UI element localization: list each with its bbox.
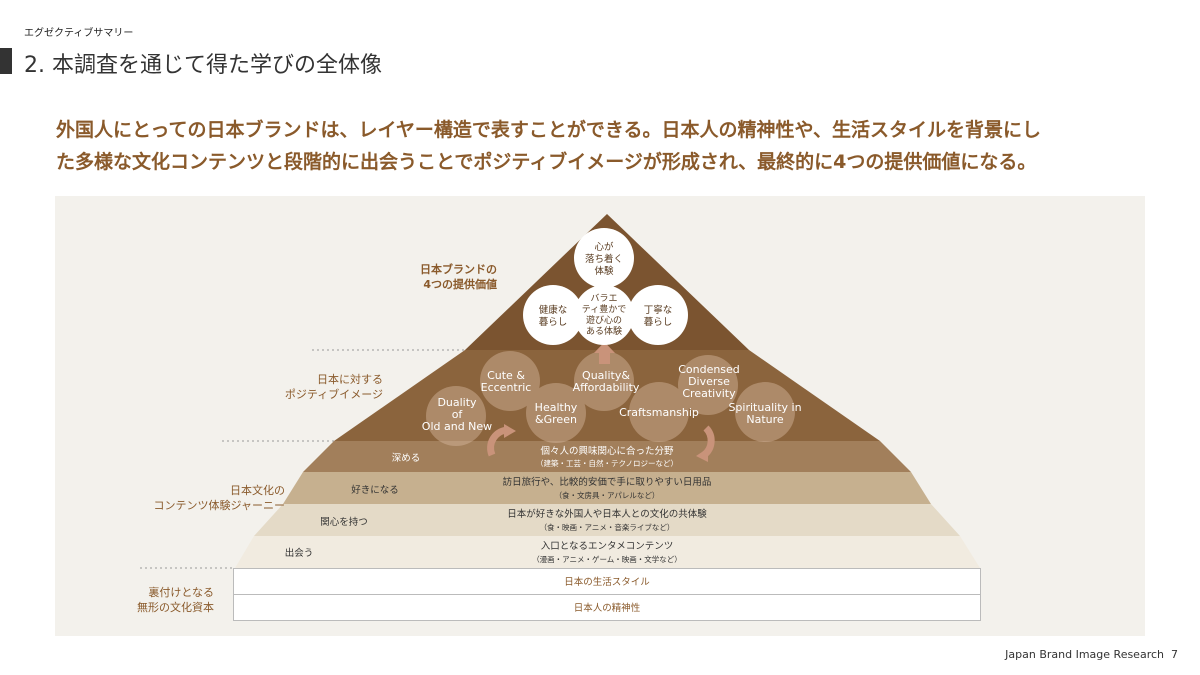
image-text: Nature <box>746 413 784 426</box>
journey-band-encounter <box>235 536 980 568</box>
value-text: 丁寧な <box>644 304 673 316</box>
stage-sub: （漫画・アニメ・ゲーム・映画・文学など） <box>532 554 682 564</box>
image-circle <box>629 382 689 442</box>
value-text: 落ち着く <box>585 253 623 265</box>
value-circle <box>523 285 583 345</box>
journey-band-deepen <box>303 441 911 472</box>
headline-line: た多様な文化コンテンツと段階的に出会うことでポジティブイメージが形成され、最終的… <box>56 151 1037 173</box>
value-text: 体験 <box>594 265 614 277</box>
cycle-arrowhead-icon <box>696 448 708 462</box>
label-line: 無形の文化資本 <box>137 601 214 614</box>
stage-title: 日本が好きな外国人や日本人との文化の共体験 <box>507 508 707 520</box>
title-accent-bar <box>0 48 12 74</box>
label-line: 4つの提供価値 <box>423 278 497 291</box>
footer-brand: Japan Brand Image Research <box>1005 648 1164 661</box>
value-text: バラエ <box>590 293 617 304</box>
value-text: 遊び心の <box>586 314 622 326</box>
stage-label: 出会う <box>285 547 314 559</box>
label-cultural-assets: 裏付けとなる 無形の文化資本 <box>137 585 214 615</box>
cycle-arrowhead-icon <box>504 424 516 438</box>
image-text: Craftsmanship <box>619 406 699 419</box>
image-text: Healthy <box>535 401 578 414</box>
value-text: ティ豊かで <box>582 303 626 315</box>
image-text: Creativity <box>682 387 736 400</box>
asset-text: 日本の生活スタイル <box>564 576 650 588</box>
image-text: Cute & <box>487 369 525 382</box>
image-circle <box>480 351 540 411</box>
value-text: 暮らし <box>539 316 568 328</box>
value-text: 健康な <box>539 304 568 316</box>
image-circle <box>574 351 634 411</box>
stage-title: 訪日旅行や、比較的安価で手に取りやすい日用品 <box>503 476 712 488</box>
image-text: Duality <box>437 396 477 409</box>
stage-sub: （建築・工芸・自然・テクノロジーなど） <box>536 458 678 468</box>
asset-text: 日本人の精神性 <box>574 602 641 614</box>
up-arrow-icon <box>594 342 615 364</box>
label-content-journey: 日本文化の コンテンツ体験ジャーニー <box>154 483 285 513</box>
label-line: 裏付けとなる <box>148 586 214 599</box>
value-text: 暮らし <box>644 316 673 328</box>
image-text: Condensed <box>678 363 740 376</box>
label-line: 日本ブランドの <box>420 263 497 276</box>
image-text: of <box>452 408 464 421</box>
stage-title: 個々人の興味関心に合った分野 <box>540 445 674 457</box>
value-circle <box>628 285 688 345</box>
journey-band-interest <box>254 504 960 536</box>
page-number: 7 <box>1171 648 1178 661</box>
label-line: 日本に対する <box>317 373 383 386</box>
image-circle <box>526 383 586 443</box>
image-circle <box>735 382 795 442</box>
section-label: エグゼクティブサマリー <box>24 28 134 39</box>
footer: Japan Brand Image Research 7 <box>1005 648 1178 661</box>
value-circle <box>574 228 634 288</box>
value-text: 心が <box>594 241 614 253</box>
headline-line: 外国人にとっての日本ブランドは、レイヤー構造で表すことができる。日本人の精神性や… <box>56 119 1041 141</box>
stage-sub: （食・文房具・アパレルなど） <box>555 490 660 500</box>
image-text: Diverse <box>688 375 730 388</box>
value-circle <box>574 285 634 345</box>
stage-sub: （食・映画・アニメ・音楽ライブなど） <box>540 522 675 532</box>
label-line: 日本文化の <box>230 484 285 497</box>
headline: 外国人にとっての日本ブランドは、レイヤー構造で表すことができる。日本人の精神性や… <box>56 114 1156 178</box>
asset-row <box>233 594 981 621</box>
image-text: Quality& <box>582 369 630 382</box>
stage-title: 入口となるエンタメコンテンツ <box>541 541 673 552</box>
stage-label: 好きになる <box>351 484 399 496</box>
label-line: コンテンツ体験ジャーニー <box>153 499 285 512</box>
image-text: &Green <box>535 413 577 426</box>
image-text: Spirituality in <box>728 401 801 414</box>
image-circle <box>678 355 738 415</box>
page-title: 2. 本調査を通じて得た学びの全体像 <box>24 53 382 78</box>
image-circle <box>426 386 486 446</box>
label-line: ポジティブイメージ <box>284 388 383 401</box>
label-brand-values: 日本ブランドの 4つの提供価値 <box>420 262 497 292</box>
stage-label: 関心を持つ <box>320 516 368 528</box>
image-text: Eccentric <box>481 381 532 394</box>
journey-band-like <box>283 472 931 504</box>
image-text: Affordability <box>573 381 640 394</box>
label-positive-image: 日本に対する ポジティブイメージ <box>285 372 383 402</box>
value-text: ある体験 <box>586 325 622 337</box>
image-text: Old and New <box>422 420 492 433</box>
image-layer <box>334 350 880 441</box>
stage-label: 深める <box>392 453 421 464</box>
